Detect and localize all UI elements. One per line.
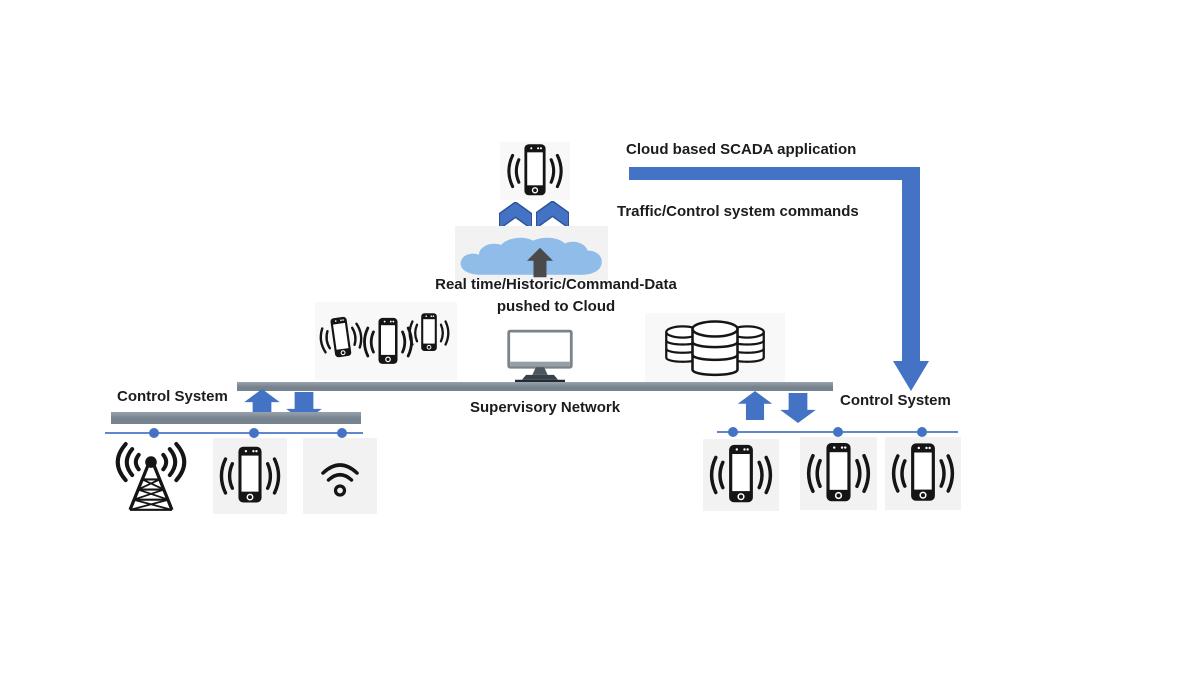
cloud-scada-label: Cloud based SCADA application (626, 141, 857, 158)
chevron-up-icon (499, 202, 532, 229)
control-system-left-label: Control System (117, 388, 228, 405)
control-system-right-label: Control System (840, 392, 951, 409)
traffic-commands-label: Traffic/Control system commands (617, 203, 859, 220)
smartphone-icon (503, 143, 567, 199)
database-icon (649, 317, 781, 383)
node-dot (833, 427, 843, 437)
smartphone-icon (406, 302, 452, 364)
smartphone-icon (803, 440, 874, 507)
wifi-icon (315, 448, 365, 504)
monitor-icon (505, 329, 575, 386)
node-dot (249, 428, 259, 438)
smartphone-icon (888, 440, 958, 507)
field-link-line-left (105, 432, 363, 434)
pushed-line2: pushed to Cloud (496, 298, 616, 315)
supervisory-network-bar (237, 382, 833, 391)
supervisory-network-label: Supervisory Network (470, 399, 621, 416)
node-dot (728, 427, 738, 437)
up-arrow-icon (737, 391, 773, 420)
smartphone-icon (706, 442, 776, 508)
node-dot (917, 427, 927, 437)
smartphone-icon (216, 443, 284, 509)
cellular-tower-icon (104, 437, 198, 519)
chevron-up-icon (536, 201, 569, 228)
node-dot (337, 428, 347, 438)
pushed-line1: Real time/Historic/Command-Data (435, 276, 677, 293)
node-dot (149, 428, 159, 438)
control-bus-bar-left (111, 412, 361, 424)
pushed-to-cloud-label: Real time/Historic/Command-Data pushed t… (420, 274, 692, 318)
down-arrow-icon (779, 393, 817, 423)
